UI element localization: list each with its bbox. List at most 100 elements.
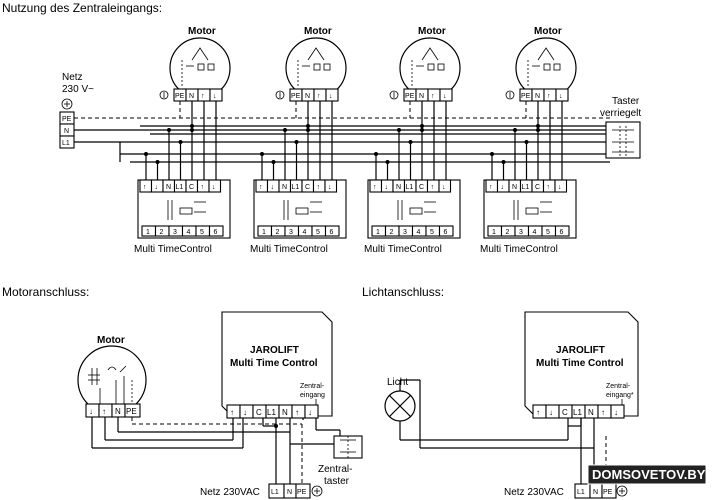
earth-icon — [159, 90, 169, 100]
motor-label: Motor — [304, 26, 332, 37]
svg-text:L1: L1 — [577, 489, 585, 496]
device-pin: ↓ — [501, 184, 505, 191]
device-pin: ↑ — [295, 408, 299, 417]
motor-pin: N — [189, 93, 194, 100]
motor-pin: ↓ — [443, 93, 447, 100]
svg-text:PE: PE — [603, 489, 613, 496]
light-label: Licht — [387, 377, 408, 388]
motor-pin: ↑ — [201, 93, 205, 100]
device-pin: ↑ — [317, 184, 321, 191]
device-pin: C — [562, 408, 568, 417]
jarolift-device-light — [524, 311, 639, 417]
device-pin: ↑ — [601, 408, 605, 417]
terminal-number: 3 — [403, 229, 407, 236]
jarolift-device-motor — [221, 311, 333, 417]
product-label: Multi Time Control — [230, 358, 318, 369]
device-pin: ↓ — [271, 184, 275, 191]
device-pin: ↑ — [259, 184, 263, 191]
motor-pin: ↑ — [431, 93, 435, 100]
device-pin: ↓ — [442, 184, 446, 191]
zentral-label-light-2: eingang* — [606, 392, 634, 399]
device-pin: ↑ — [143, 184, 147, 191]
device-pin: ↓ — [212, 184, 216, 191]
device-pin: C — [419, 184, 424, 191]
netz-label-motor: Netz 230VAC — [200, 487, 260, 498]
device-pin: ↑ — [373, 184, 377, 191]
device-pin: ↓ — [614, 408, 618, 417]
terminal-number: 1 — [376, 229, 380, 236]
motor-pin-n: N — [115, 407, 121, 416]
device-pin: ↑ — [431, 184, 435, 191]
terminal-number: 3 — [173, 229, 177, 236]
terminal-number: 3 — [519, 229, 523, 236]
device-pin: ↓ — [385, 184, 389, 191]
terminal-number: 2 — [390, 229, 394, 236]
earth-icon — [616, 485, 628, 497]
svg-text:L1: L1 — [271, 489, 279, 496]
device-pin: ↑ — [489, 184, 493, 191]
motor-pin: PE — [291, 93, 301, 100]
motor-pin: PE — [405, 93, 415, 100]
earth-icon — [389, 90, 399, 100]
motor-pin: N — [535, 93, 540, 100]
terminal-number: 4 — [303, 229, 307, 236]
terminal-number: 5 — [546, 229, 550, 236]
netz-voltage-label: 230 V~ — [62, 84, 94, 95]
motor-pin: N — [419, 93, 424, 100]
netz-supply-top: Netz 230 V~ PE N L1 — [59, 72, 94, 149]
terminal-number: 2 — [506, 229, 510, 236]
device-pin: C — [535, 184, 540, 191]
terminal-number: 4 — [417, 229, 421, 236]
watermark: DOMSOVETOV.BY — [587, 464, 707, 485]
motor-pin-up: ↑ — [102, 407, 106, 416]
terminal-number: 2 — [276, 229, 280, 236]
svg-text:PE: PE — [297, 489, 307, 496]
product-label-light: Multi Time Control — [536, 358, 624, 369]
device-pin: ↓ — [558, 184, 562, 191]
light-section: Licht JAROLIFT Multi Time Control Zentra… — [384, 311, 639, 499]
device-pin: L1 — [176, 184, 184, 191]
device-pin: N — [512, 184, 517, 191]
zentral-label-light: Zentral- — [606, 383, 631, 390]
motor-label: Motor — [418, 26, 446, 37]
terminal-number: 6 — [560, 229, 564, 236]
motor-pin: PE — [521, 93, 531, 100]
taster-label: Taster — [612, 96, 640, 107]
terminal-number: 5 — [200, 229, 204, 236]
section-title-motor: Motoranschluss: — [2, 285, 89, 299]
device-pin: ↓ — [243, 408, 247, 417]
svg-text:N: N — [64, 128, 69, 135]
terminal-number: 6 — [214, 229, 218, 236]
device-pin: N — [588, 408, 594, 417]
device-label: Multi TimeControl — [134, 244, 212, 255]
zentral-taster-box — [333, 435, 363, 459]
earth-icon — [311, 485, 323, 497]
motor-label: Motor — [97, 335, 125, 346]
device-pin: ↓ — [155, 184, 159, 191]
terminal-number: 5 — [430, 229, 434, 236]
taster-box — [605, 121, 641, 159]
svg-text:N: N — [593, 489, 598, 496]
terminal-number: 2 — [160, 229, 164, 236]
terminal-number: 3 — [289, 229, 293, 236]
netz-label: Netz — [62, 72, 83, 83]
device-pin: ↑ — [547, 184, 551, 191]
motor-pin-pe: PE — [126, 407, 137, 416]
device-pin: N — [166, 184, 171, 191]
svg-text:L1: L1 — [62, 140, 70, 147]
device-label: Multi TimeControl — [480, 244, 558, 255]
netz-label-light: Netz 230VAC — [504, 487, 564, 498]
device-label: Multi TimeControl — [364, 244, 442, 255]
brand-label-light: JAROLIFT — [556, 345, 605, 356]
device-pin: L1 — [573, 408, 582, 417]
device-pin: C — [305, 184, 310, 191]
device-pin: ↑ — [536, 408, 540, 417]
motor-label: Motor — [188, 26, 216, 37]
zentral-taster-label-2: taster — [324, 476, 350, 487]
